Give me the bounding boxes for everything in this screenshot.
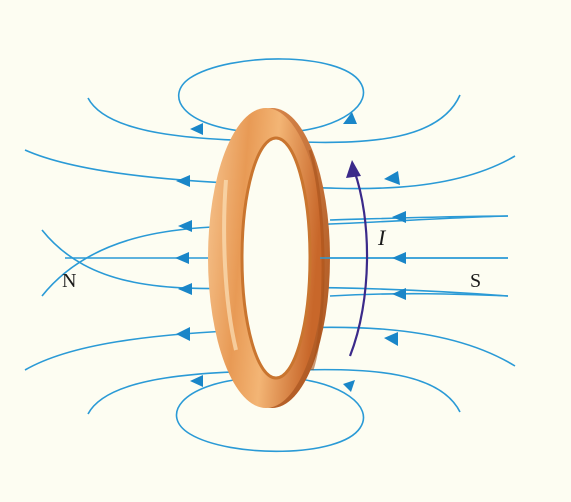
arrow-upper-2-left: [176, 175, 190, 187]
arrow-loop-top: [190, 123, 203, 135]
arrow-lower-1-right: [392, 288, 406, 300]
current-arrow: [346, 160, 369, 357]
north-pole-label: N: [62, 270, 76, 292]
field-arrows: [175, 112, 406, 392]
arrow-loop-bottom-right: [343, 380, 355, 392]
south-pole-label: S: [470, 270, 481, 292]
arrow-loop-top-right: [343, 112, 357, 124]
arrow-upper-2-right: [384, 171, 400, 185]
arrow-axis-left: [175, 252, 189, 264]
arrow-lower-1-left: [178, 283, 192, 295]
field-loop-top: [178, 58, 365, 133]
arrow-upper-1-left: [178, 220, 192, 232]
arrow-upper-1-right: [392, 211, 406, 223]
arrow-lower-2-right: [384, 332, 398, 346]
arrow-loop-bottom: [190, 375, 203, 387]
current-label: I: [377, 225, 387, 250]
field-lines-front: [320, 215, 509, 297]
arrow-lower-2-left: [176, 327, 190, 341]
field-loop-bottom: [175, 377, 365, 453]
copper-ring: [208, 108, 330, 408]
arrow-axis-right: [392, 252, 406, 264]
